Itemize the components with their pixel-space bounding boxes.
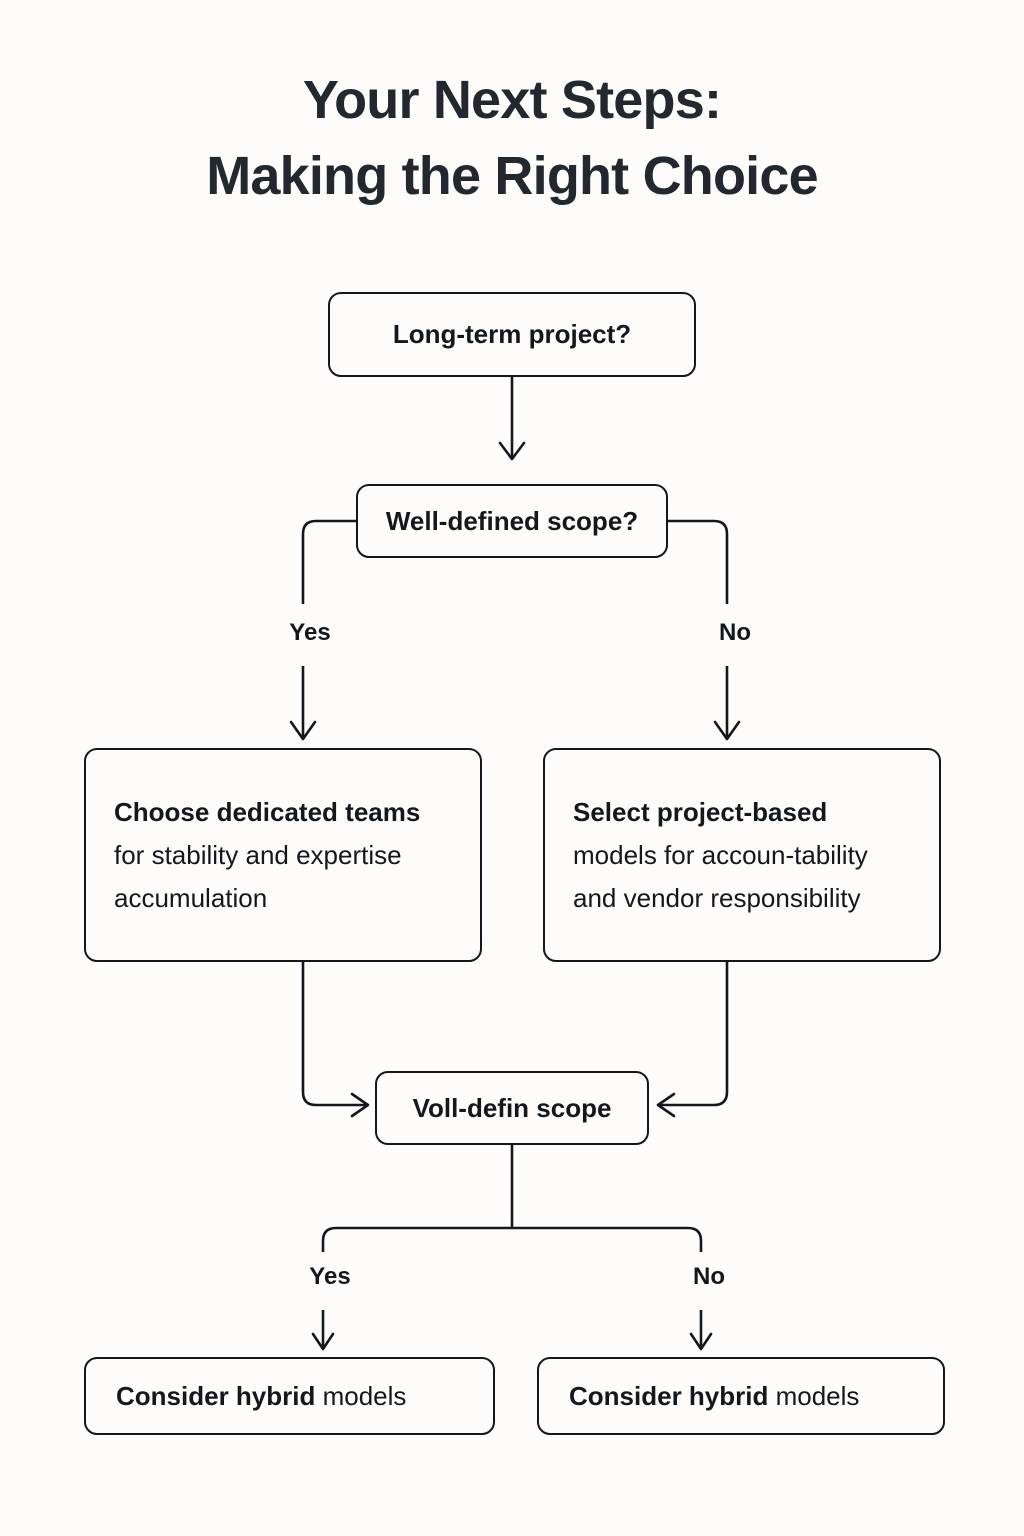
node-choose-dedicated-teams-emphasis: Choose dedicated teams <box>114 796 421 827</box>
edge-label-scope-yes: Yes <box>263 618 357 648</box>
node-long-term-project[interactable]: Long-term project? <box>328 292 696 377</box>
node-consider-hybrid-right[interactable]: Consider hybrid models <box>537 1357 945 1435</box>
node-well-defined-scope-label: Well-defined scope? <box>385 505 639 536</box>
title-line-2: Making the Right Choice <box>206 146 818 206</box>
node-choose-dedicated-teams-label: Choose dedicated teams for stability and… <box>114 791 452 920</box>
edge-scope-no <box>668 519 741 741</box>
node-consider-hybrid-left-rest: models <box>315 1380 407 1411</box>
edge-merge-split <box>321 1145 703 1252</box>
node-consider-hybrid-left[interactable]: Consider hybrid models <box>84 1357 495 1435</box>
edge-scope-yes <box>289 519 356 741</box>
node-select-project-based-label: Select project-based models for accoun-t… <box>573 791 911 920</box>
title-line-1: Your Next Steps: <box>302 70 722 130</box>
node-choose-dedicated-teams[interactable]: Choose dedicated teams for stability and… <box>84 748 482 962</box>
edge-left-action-to-merge <box>301 962 370 1118</box>
edge-start-to-scope <box>498 377 526 461</box>
node-long-term-project-label: Long-term project? <box>392 319 632 349</box>
node-select-project-based[interactable]: Select project-based models for accoun-t… <box>543 748 941 962</box>
node-consider-hybrid-left-emphasis: Consider hybrid <box>116 1380 316 1411</box>
edge-label-merge-yes: Yes <box>283 1262 377 1292</box>
edge-label-scope-no: No <box>690 618 780 648</box>
node-consider-hybrid-left-label: Consider hybrid models <box>116 1375 406 1418</box>
edge-split-yes <box>311 1310 335 1351</box>
edge-right-action-to-merge <box>656 962 729 1118</box>
node-select-project-based-rest: models for accoun-tability and vendor re… <box>573 839 868 913</box>
node-voll-defin-scope-label: Voll-defin scope <box>412 1092 612 1123</box>
page-title: Your Next Steps: Making the Right Choice <box>0 62 1024 214</box>
node-consider-hybrid-right-label: Consider hybrid models <box>569 1375 859 1418</box>
node-select-project-based-emphasis: Select project-based <box>573 796 828 827</box>
node-well-defined-scope[interactable]: Well-defined scope? <box>356 484 668 558</box>
node-voll-defin-scope[interactable]: Voll-defin scope <box>375 1071 649 1145</box>
edge-label-merge-no: No <box>664 1262 754 1292</box>
node-choose-dedicated-teams-rest: for stability and expertise accumulation <box>114 839 402 913</box>
node-consider-hybrid-right-rest: models <box>768 1380 860 1411</box>
node-consider-hybrid-right-emphasis: Consider hybrid <box>569 1380 769 1411</box>
edge-split-no <box>689 1310 713 1351</box>
